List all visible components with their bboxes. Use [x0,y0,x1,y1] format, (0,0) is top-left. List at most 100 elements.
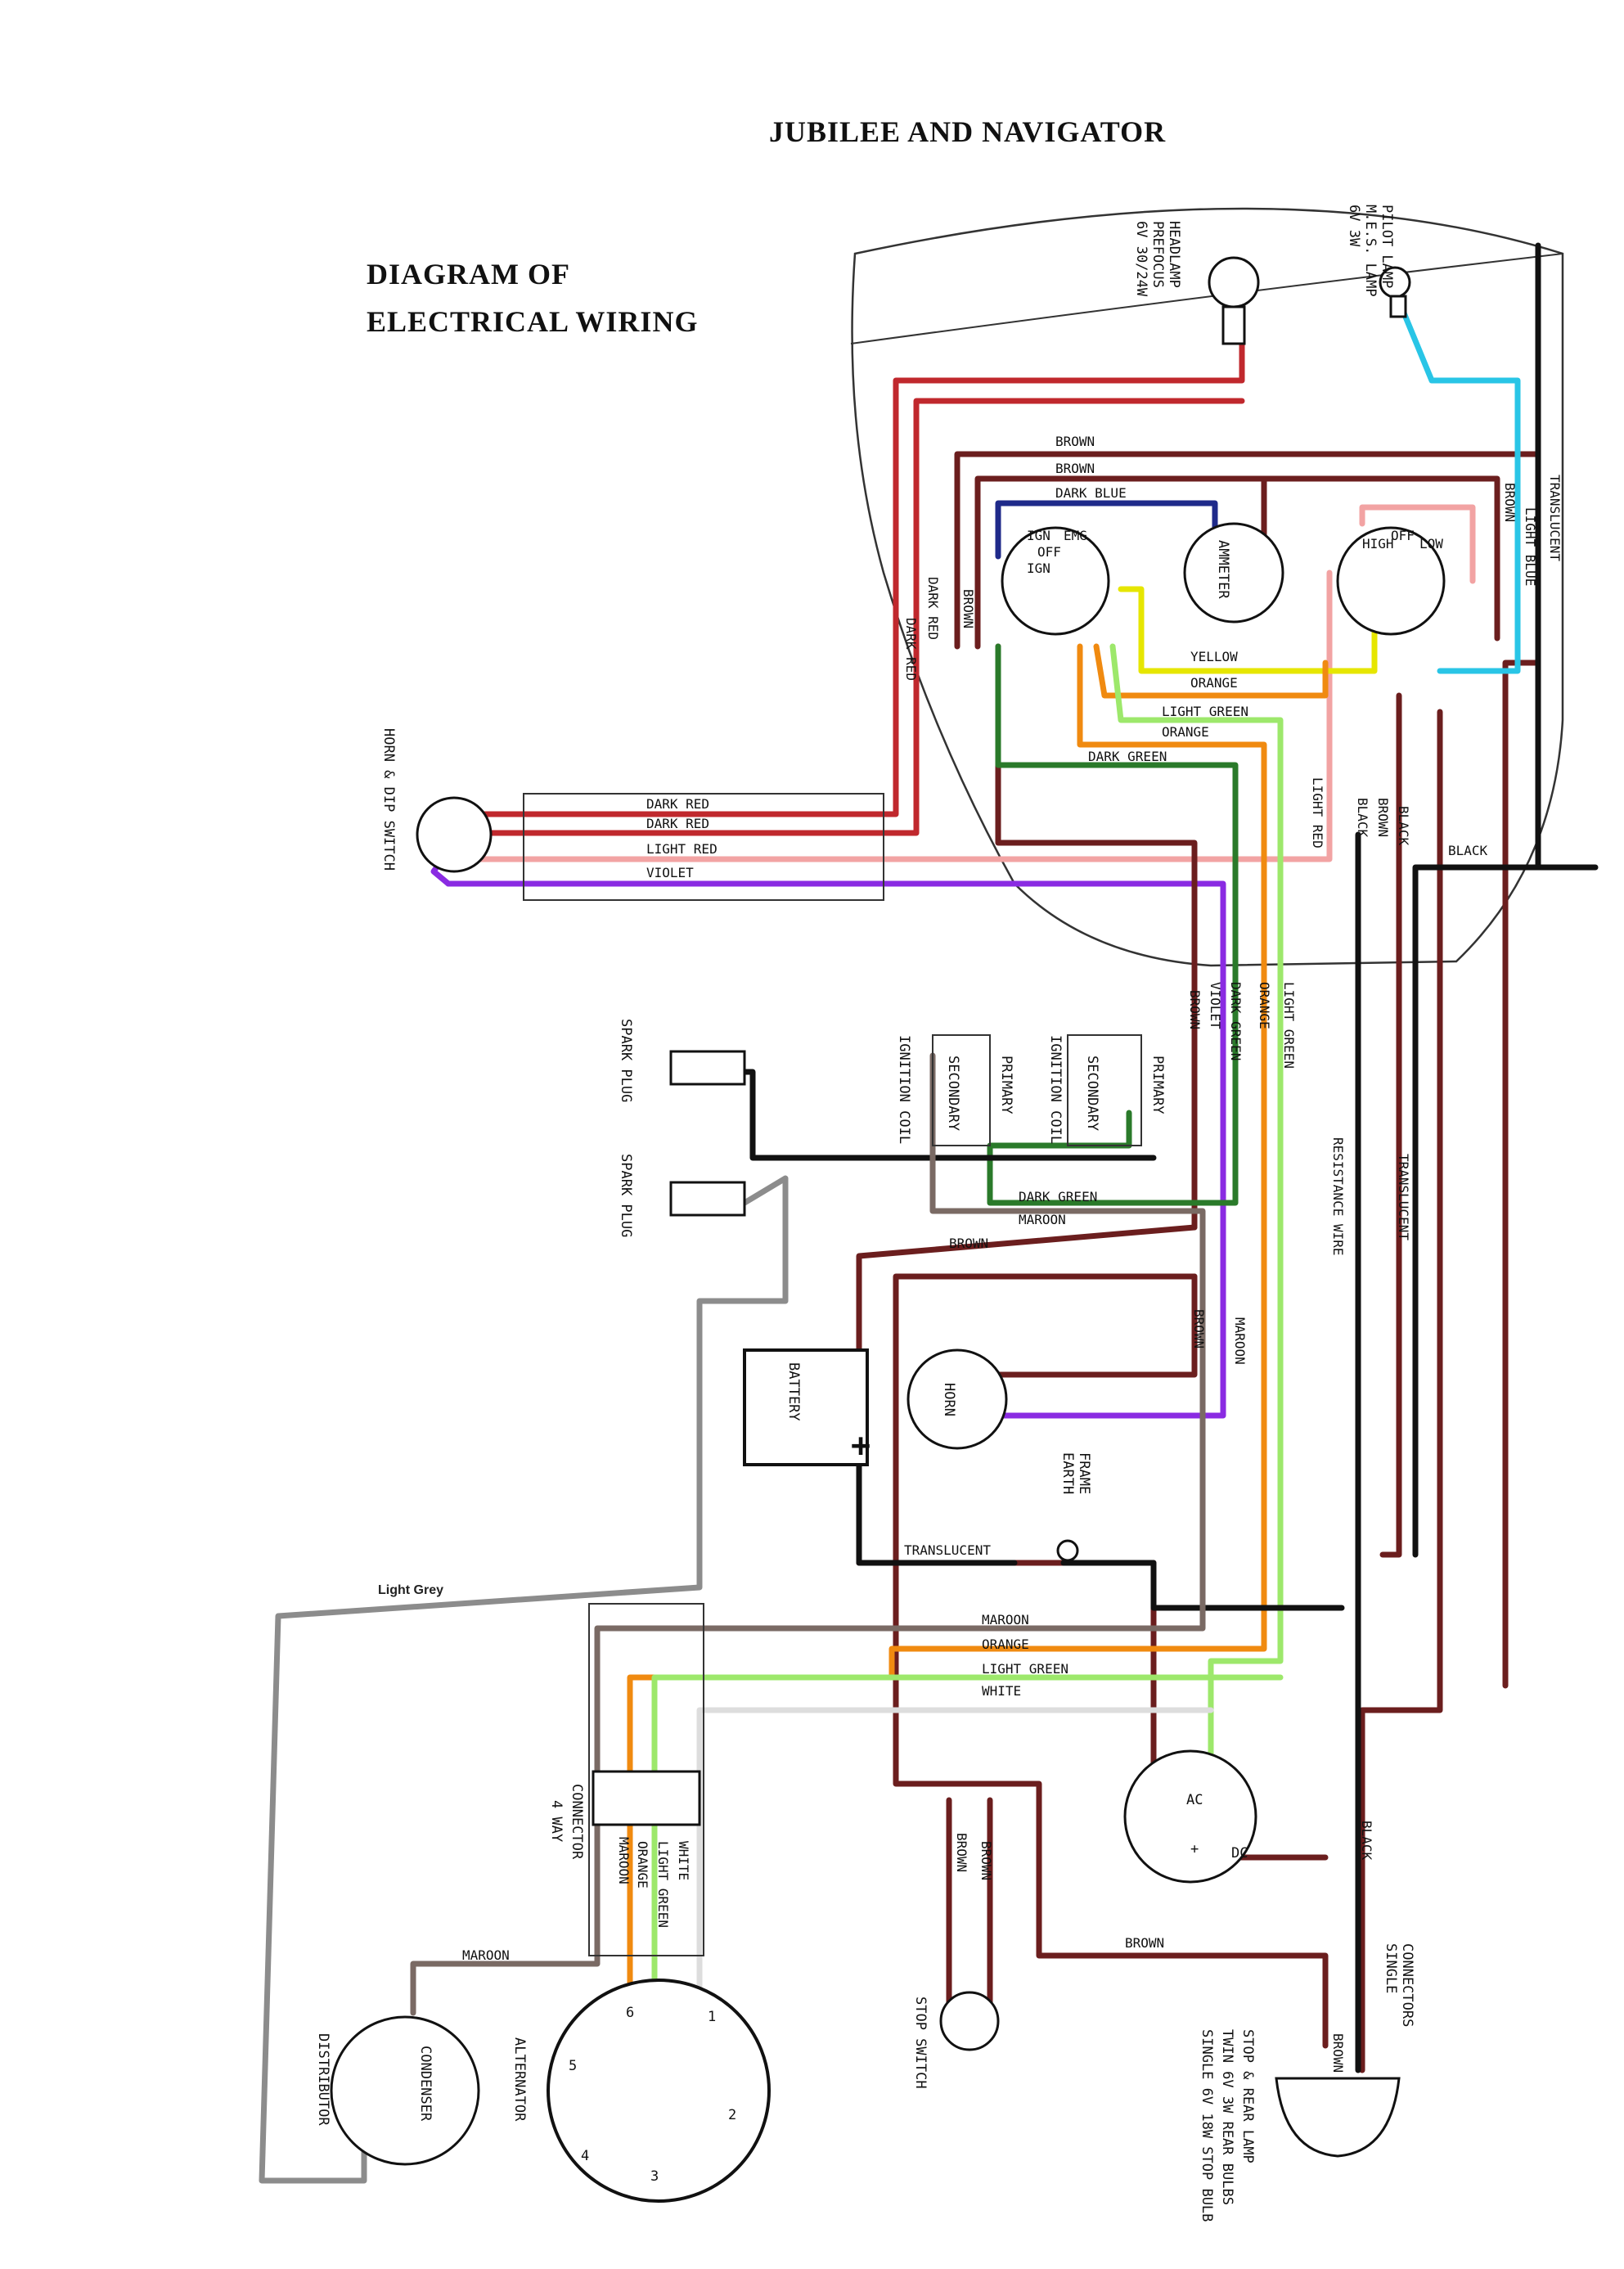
wire-black-frame [1060,1560,1345,1611]
label-maroon-v2: MAROON [616,1837,632,1884]
label-brown-3: BROWN [949,1236,988,1251]
label-brown-2: BROWN [1055,461,1095,476]
label-brown-v7: BROWN [978,1841,994,1880]
label-pilot-3: 6V 3W [1346,205,1362,247]
label-secondary-2: SECONDARY [1084,1056,1100,1131]
spark-plug-2 [669,1181,746,1217]
label-horn: HORN [941,1383,957,1416]
label-sw-off: OFF [1037,544,1061,560]
label-alt-6: 6 [626,2005,634,2021]
headlamp-shell [851,207,1564,967]
label-white-v: WHITE [676,1841,691,1880]
label-light-green-1: LIGHT GREEN [1162,704,1248,719]
label-light-grey: Light Grey [378,1583,443,1597]
wire-light-red-sw [1359,504,1476,584]
wire-light-green-2 [651,1674,1284,2000]
label-white: WHITE [982,1683,1021,1699]
wire-black-plug [741,1069,1157,1161]
label-brown-v1: BROWN [960,589,976,628]
label-black-v1: BLACK [1355,798,1370,838]
label-rear-lamp-3: SINGLE 6V 18W STOP BULB [1199,2029,1215,2222]
wire-brown-horn2 [893,1273,1329,2049]
label-alt-1: 1 [708,2009,716,2025]
label-dark-green-2: DARK GREEN [1019,1189,1097,1204]
wire-brown-2 [974,475,1500,650]
wire-white [696,1707,1214,2000]
label-translucent-v2: TRANSLUCENT [1396,1154,1411,1240]
wire-brown-right [1379,692,1402,1558]
coil-box-1 [932,1034,991,1146]
battery [743,1348,869,1466]
headlamp-bulb-icon [1208,256,1260,345]
wire-brown-stop [946,1797,993,2008]
label-orange-3: ORANGE [982,1636,1029,1652]
wire-brown-r2 [1359,709,1443,2073]
wire-violet [445,880,1226,1419]
label-ignition-coil-1: IGNITION COIL [896,1035,912,1144]
label-brown-v5: BROWN [1191,1309,1207,1348]
wire-black-batt [856,1461,1018,1566]
label-light-red: LIGHT RED [646,841,718,857]
distributor [330,2015,480,2166]
label-stop-switch: STOP SWITCH [912,1997,929,2089]
diagram-subtitle-line1: DIAGRAM OF [367,258,570,290]
label-connector-2: 4 WAY [548,1800,565,1842]
label-light-green-v2: LIGHT GREEN [655,1841,671,1928]
label-primary-1: PRIMARY [998,1056,1014,1114]
label-orange-2: ORANGE [1162,724,1209,740]
label-black-1: BLACK [1448,843,1488,858]
wire-light-green [1109,643,1284,1787]
wire-orange-2 [1093,643,1329,699]
label-light-green-v: LIGHT GREEN [1281,982,1297,1069]
label-sw-high: HIGH [1362,536,1394,551]
label-rect-plus: + [1190,1841,1199,1857]
label-brown-v2: BROWN [1502,483,1518,522]
label-light-green-2: LIGHT GREEN [982,1661,1068,1677]
battery-plus-icon: + [851,1427,870,1465]
label-connector-1: CONNECTOR [569,1784,585,1860]
wire-light-grey [259,1175,789,2184]
alternator [547,1979,771,2203]
label-black-v3: BLACK [1359,1821,1374,1861]
label-alternator: ALTERNATOR [511,2037,528,2122]
pilot-lamp-icon [1379,266,1411,318]
label-brown-v4: BROWN [1187,990,1203,1029]
label-battery: BATTERY [785,1362,802,1421]
label-translucent-1: TRANSLUCENT [904,1542,991,1558]
label-alt-2: 2 [728,2107,736,2123]
wire-duct-horn [523,793,884,901]
label-headlamp-3: 6V 30/24W [1133,221,1149,297]
ammeter-gauge [1183,522,1284,624]
label-dark-green-v: DARK GREEN [1228,982,1244,1060]
label-distributor: DISTRIBUTOR [315,2033,331,2126]
label-violet: VIOLET [646,865,694,880]
light-switch [1336,526,1446,636]
diagram-title: JUBILEE AND NAVIGATOR [769,115,1167,148]
rear-lamp [1275,2077,1401,2158]
label-resistance-wire: RESISTANCE WIRE [1330,1137,1346,1256]
label-connectors-2: SINGLE [1383,1943,1399,1993]
label-rear-lamp-1: STOP & REAR LAMP [1239,2029,1256,2163]
label-spark-plug-2: SPARK PLUG [618,1154,634,1237]
label-connectors-1: CONNECTORS [1399,1943,1415,2027]
wire-dark-red-2 [459,398,1245,836]
label-dark-red-2: DARK RED [646,816,709,831]
wire-black-main [1535,242,1599,871]
label-headlamp-2: PREFOCUS [1149,221,1166,288]
label-orange-1: ORANGE [1190,675,1238,691]
connector-4way [592,1770,701,1826]
label-frame-earth-1: FRAME [1076,1452,1092,1494]
label-spark-plug-1: SPARK PLUG [618,1019,634,1102]
wire-yellow [1118,586,1378,674]
label-maroon-1: MAROON [1019,1212,1066,1227]
label-light-red-v: LIGHT RED [1310,777,1325,849]
label-condenser: CONDENSER [417,2046,434,2122]
label-violet-v: VIOLET [1208,982,1223,1029]
label-maroon-3: MAROON [462,1947,510,1963]
label-alt-5: 5 [569,2058,577,2074]
frame-earth-icon [1056,1539,1079,1562]
wire-brown-horn3 [970,1273,1198,1378]
label-brown-v3: BROWN [1375,798,1391,837]
label-black-v2: BLACK [1396,806,1411,846]
label-translucent-v1: TRANSLUCENT [1547,475,1563,561]
